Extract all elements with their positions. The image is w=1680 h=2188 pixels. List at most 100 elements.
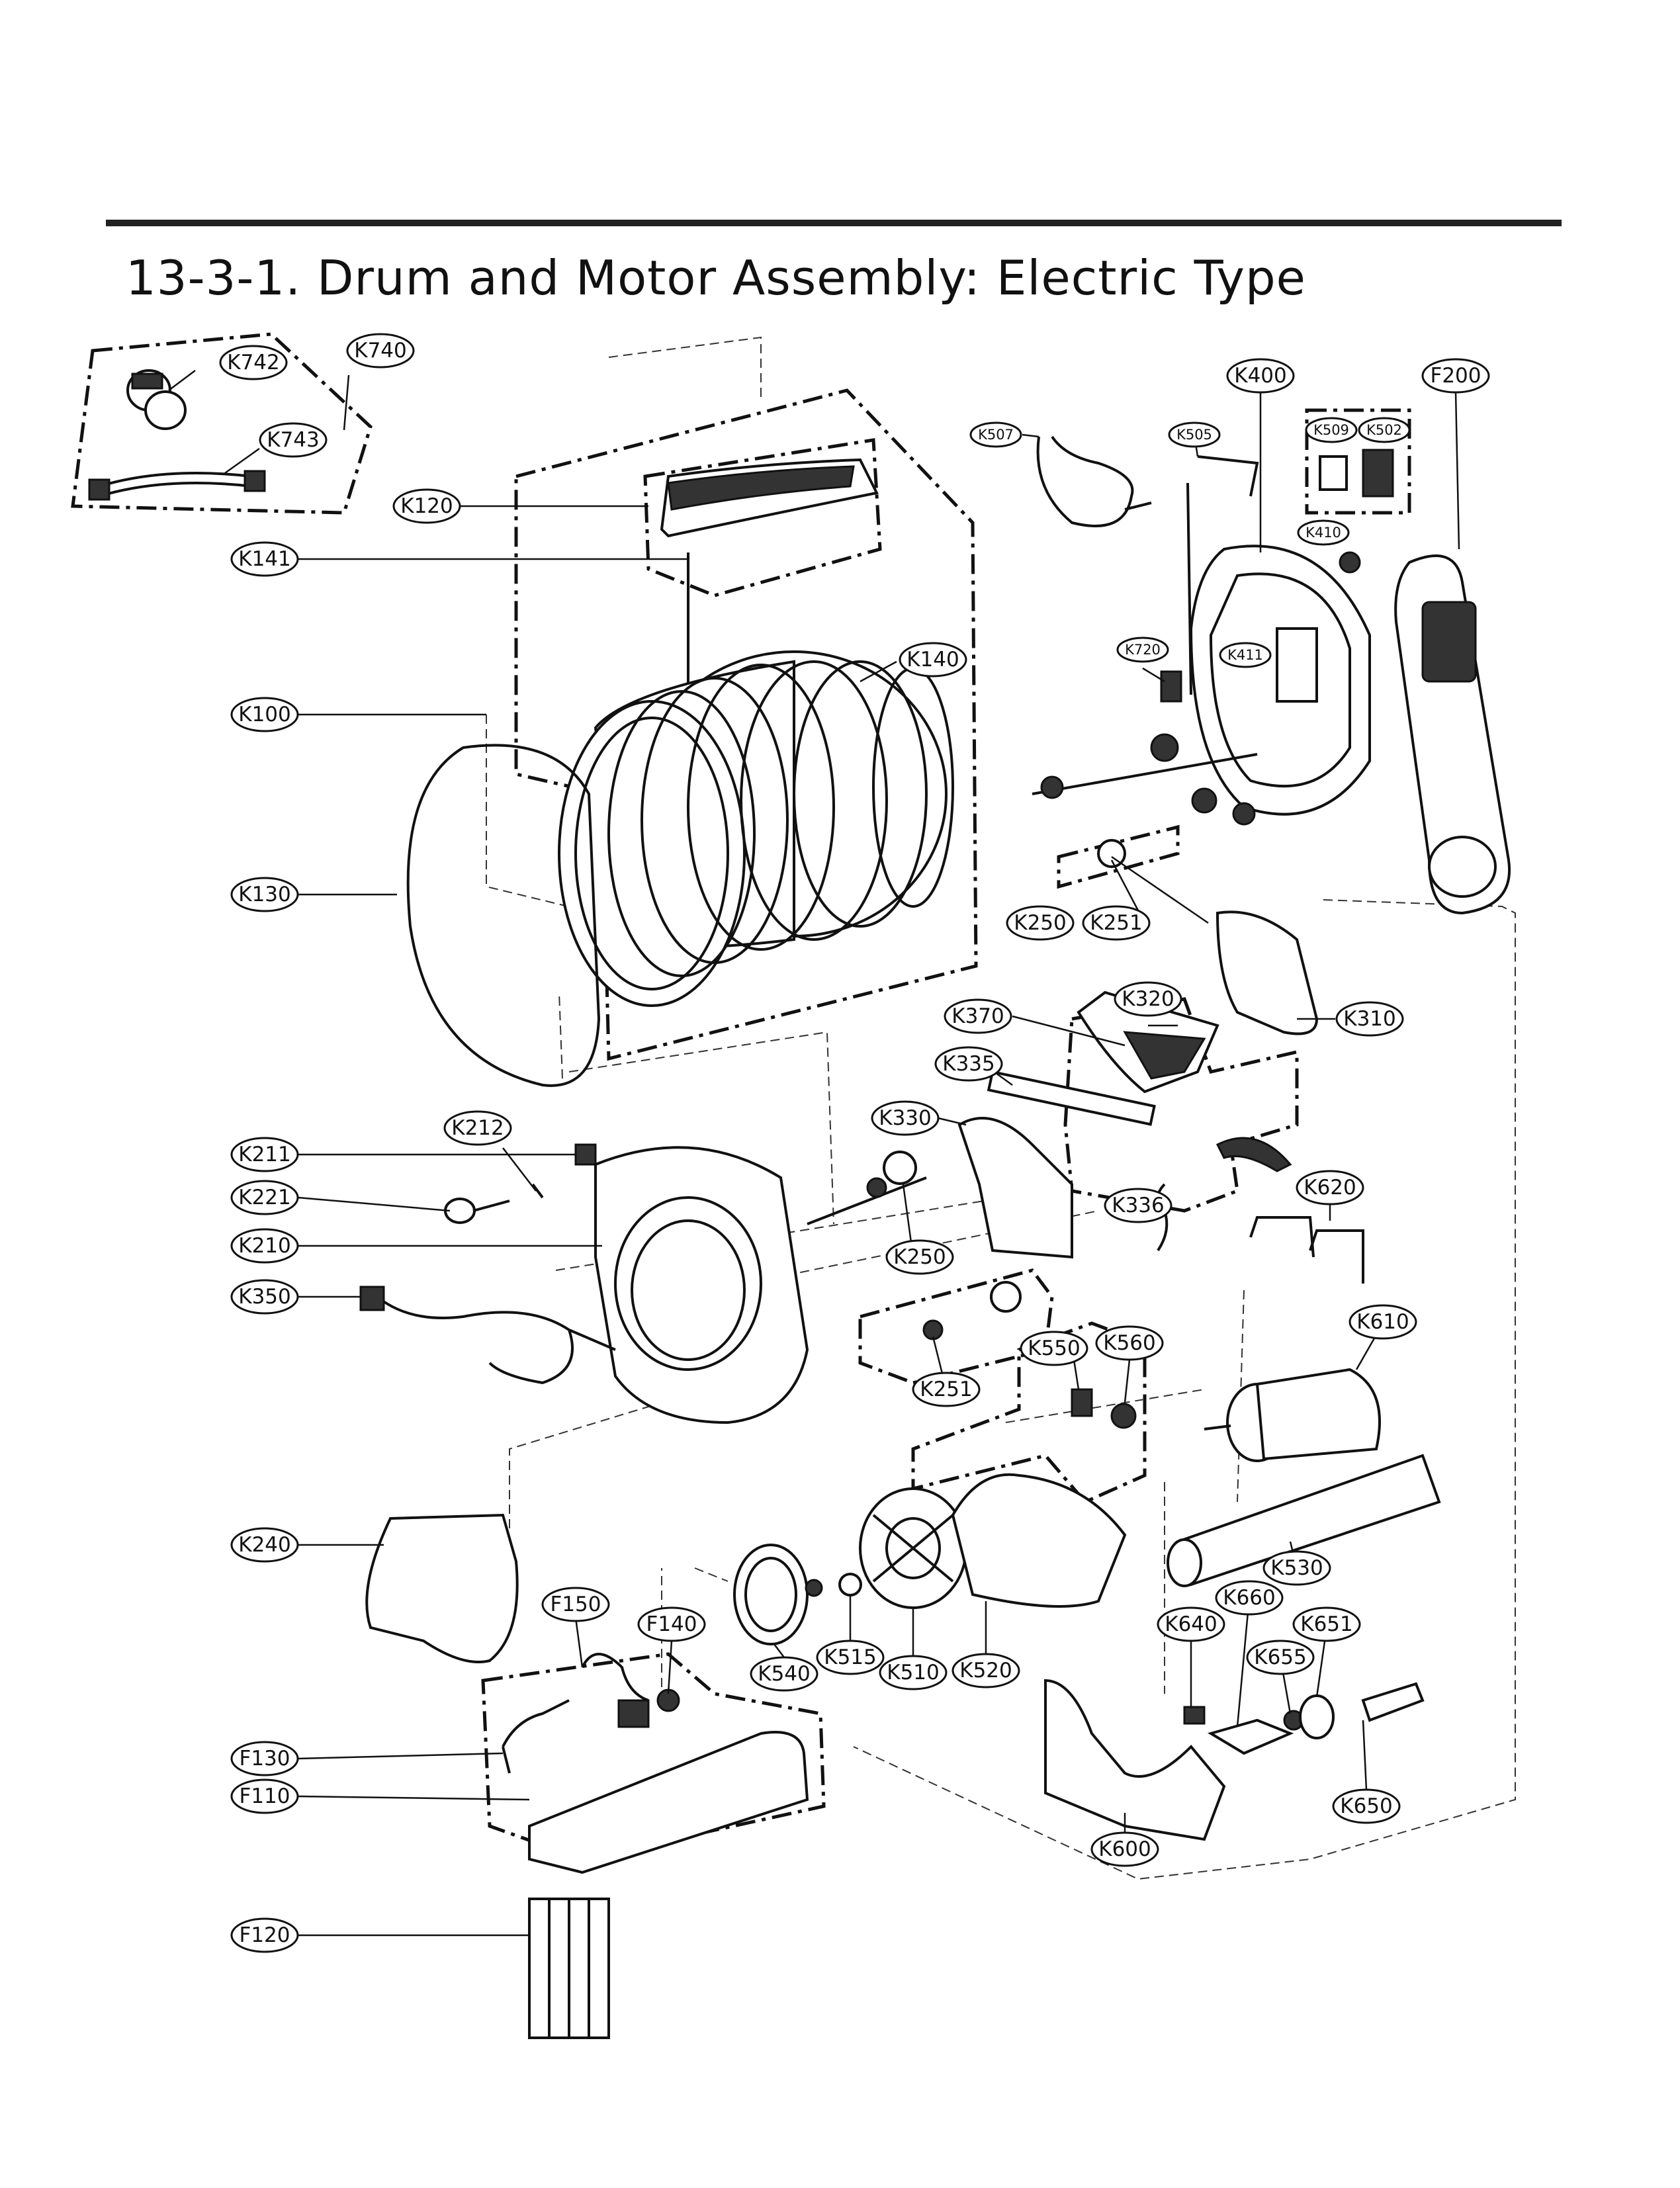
svg-text:K720: K720: [1125, 642, 1161, 658]
blower-group-outline: [911, 1321, 1147, 1505]
callout-k411: K411: [1219, 642, 1272, 668]
svg-text:K251: K251: [920, 1378, 973, 1401]
thermal-fuse-f130-part: [502, 1699, 570, 1774]
svg-text:K410: K410: [1305, 525, 1341, 541]
callout-k509: K509: [1305, 417, 1358, 443]
svg-text:K540: K540: [758, 1662, 811, 1686]
drum-part: [558, 650, 954, 1007]
svg-text:K240: K240: [238, 1533, 291, 1557]
svg-text:K505: K505: [1176, 427, 1212, 443]
thermostat-wire-f150-part: [581, 1653, 649, 1702]
callout-k660: K660: [1215, 1580, 1284, 1616]
callout-k600: K600: [1090, 1831, 1159, 1867]
callout-f200: F200: [1421, 358, 1490, 394]
callout-k720: K720: [1116, 636, 1169, 663]
callout-k350: K350: [230, 1279, 299, 1315]
svg-text:K310: K310: [1343, 1007, 1396, 1031]
exhaust-duct-part: [1394, 554, 1511, 915]
idler-shaft-k650-part: [1361, 1682, 1425, 1722]
callout-k210: K210: [230, 1228, 299, 1264]
drum-lifter-part: [660, 458, 879, 538]
drum-center-guide: [608, 336, 762, 397]
svg-text:K510: K510: [887, 1661, 940, 1685]
lint-filter-housing-part: [1216, 910, 1319, 1035]
lifter-group-outline: [643, 438, 882, 597]
callout-k540: K540: [750, 1656, 818, 1692]
svg-text:K507: K507: [978, 427, 1014, 443]
callout-k520: K520: [951, 1653, 1020, 1688]
svg-text:F120: F120: [239, 1923, 290, 1947]
svg-text:K651: K651: [1300, 1612, 1353, 1636]
svg-text:K411: K411: [1227, 647, 1263, 663]
callout-f140: F140: [637, 1606, 706, 1642]
wire-harness-k350-part: [376, 1295, 616, 1385]
rear-roller-shaft-part: [1032, 733, 1258, 868]
heater-group-outline: [481, 1652, 826, 1861]
svg-text:F140: F140: [646, 1612, 697, 1636]
callout-k610: K610: [1348, 1304, 1417, 1340]
svg-text:K130: K130: [238, 883, 291, 906]
svg-text:K509: K509: [1313, 422, 1349, 438]
fill-hose-part: [88, 470, 266, 501]
callout-k507: K507: [969, 421, 1022, 448]
heater-element-f120-part: [528, 1898, 610, 2039]
svg-text:K560: K560: [1103, 1331, 1156, 1355]
callout-k251-front: K251: [912, 1372, 981, 1407]
duct-tube-k530-part: [1167, 1454, 1441, 1587]
svg-text:K650: K650: [1340, 1794, 1393, 1818]
svg-text:K336: K336: [1112, 1194, 1165, 1217]
rear-bulkhead-part: [1189, 545, 1371, 816]
svg-text:K520: K520: [959, 1659, 1012, 1683]
callout-k320: K320: [1114, 981, 1182, 1017]
thermostat-part: [617, 1699, 650, 1728]
callout-k221: K221: [230, 1180, 299, 1215]
wire-harness-part: [1036, 435, 1152, 527]
callout-k310: K310: [1335, 1001, 1404, 1037]
lint-duct-k240-part: [365, 1513, 519, 1663]
svg-text:K550: K550: [1028, 1336, 1081, 1360]
valve-k720-part: [1160, 670, 1182, 703]
svg-text:K140: K140: [906, 648, 959, 672]
front-roller-group-outline: [858, 1268, 1054, 1385]
callout-k502: K502: [1358, 417, 1411, 443]
svg-text:K640: K640: [1165, 1612, 1217, 1636]
motor-clip-k620-part: [1249, 1216, 1315, 1258]
blower-ring-k540-part: [733, 1544, 809, 1645]
svg-text:K211: K211: [238, 1143, 291, 1166]
svg-text:K335: K335: [942, 1052, 995, 1076]
callout-k211: K211: [230, 1137, 299, 1172]
callout-k640: K640: [1157, 1606, 1225, 1642]
svg-text:F110: F110: [239, 1784, 290, 1808]
callout-f150: F150: [541, 1587, 610, 1622]
connector-k350-part: [359, 1286, 385, 1311]
svg-text:K610: K610: [1356, 1310, 1409, 1334]
callout-k505: K505: [1168, 421, 1221, 448]
callout-k400: K400: [1226, 358, 1295, 394]
callout-f110: F110: [230, 1778, 299, 1814]
callout-k620: K620: [1296, 1170, 1364, 1205]
callout-k336: K336: [1104, 1188, 1172, 1223]
switch-k550-part: [1071, 1388, 1093, 1417]
svg-text:K100: K100: [238, 703, 291, 726]
svg-text:K620: K620: [1304, 1176, 1356, 1200]
callout-k560: K560: [1095, 1325, 1164, 1361]
svg-text:K250: K250: [1014, 911, 1067, 935]
elbow-fitting-part: [126, 369, 187, 430]
svg-text:K350: K350: [238, 1285, 291, 1309]
callout-k743: K743: [259, 422, 328, 458]
latch-k211-part: [574, 1143, 597, 1166]
idler-bracket-k660-part: [1208, 1718, 1294, 1755]
callout-k651: K651: [1292, 1606, 1361, 1642]
svg-text:K320: K320: [1122, 987, 1174, 1011]
callout-k650: K650: [1332, 1788, 1401, 1824]
callout-k212: K212: [443, 1110, 512, 1146]
callout-k250-rear: K250: [1006, 905, 1075, 941]
svg-text:K330: K330: [879, 1106, 932, 1130]
sensor-k560-part: [1110, 1403, 1137, 1429]
bracket-k640-part: [1183, 1706, 1206, 1725]
svg-text:K515: K515: [824, 1645, 877, 1669]
callout-k410: K410: [1297, 519, 1350, 546]
svg-text:K660: K660: [1223, 1586, 1276, 1610]
callout-k510: K510: [879, 1655, 948, 1690]
